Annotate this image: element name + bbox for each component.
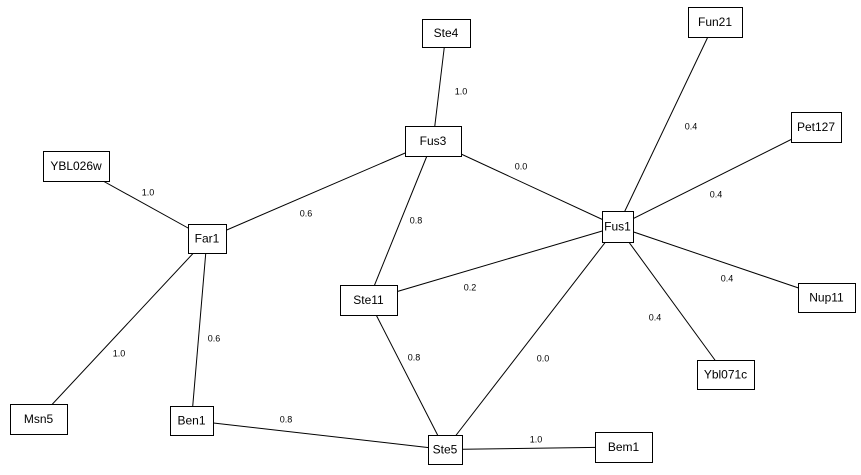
- node-msn5[interactable]: Msn5: [10, 404, 68, 435]
- node-ste5[interactable]: Ste5: [428, 435, 463, 465]
- node-nup11[interactable]: Nup11: [798, 283, 856, 313]
- edge-fus1-ybl071c: [617, 226, 726, 375]
- edge-weight-label: 0.6: [300, 208, 313, 218]
- edge-weight-label: 0.4: [721, 273, 734, 283]
- node-box: [405, 126, 462, 157]
- edge-fus3-ste11: [368, 140, 434, 301]
- edge-weight-label: 1.0: [113, 348, 126, 358]
- edge-weight-label: 1.0: [530, 434, 543, 444]
- node-box: [422, 19, 471, 48]
- node-label: Ben1: [177, 414, 205, 428]
- node-label: Nup11: [809, 291, 844, 305]
- node-label: Fus1: [604, 220, 631, 234]
- edge-ben1-ste5: [191, 420, 446, 450]
- edge-weight-label: 1.0: [142, 187, 155, 197]
- node-label: Bem1: [608, 440, 640, 454]
- node-box: [43, 151, 110, 182]
- node-label: Fun21: [698, 15, 732, 29]
- node-pet127[interactable]: Pet127: [791, 112, 842, 143]
- edge-ste11-ste5: [368, 299, 446, 450]
- node-box: [791, 112, 842, 143]
- node-label: Msn5: [24, 412, 54, 426]
- node-ybl026w[interactable]: YBL026w: [43, 151, 110, 182]
- node-label: Ste11: [353, 293, 384, 307]
- node-label: Ste4: [434, 26, 459, 40]
- node-ybl071c[interactable]: Ybl071c: [697, 360, 755, 390]
- edge-fus1-nup11: [617, 226, 827, 298]
- node-label: Ste5: [433, 443, 458, 457]
- edge-fus3-far1: [206, 140, 434, 239]
- edge-weight-labels: 1.0 0.0 0.6 0.8 1.0 1.0 0.6 0.4 0.4 0.4 0.4 0.2 0.0 0…: [113, 86, 734, 444]
- node-box: [697, 360, 755, 390]
- node-ben1[interactable]: Ben1: [170, 406, 214, 436]
- node-fus1[interactable]: Fus1: [602, 211, 634, 243]
- node-box: [428, 435, 463, 465]
- node-label: YBL026w: [50, 159, 102, 173]
- edge-ste4-fus3: [432, 32, 447, 142]
- edge-weight-label: 0.6: [208, 333, 221, 343]
- node-box: [602, 211, 634, 243]
- edge-far1-msn5: [38, 238, 208, 420]
- node-box: [10, 404, 68, 435]
- edge-fus3-fus1: [432, 140, 618, 227]
- node-label: Fus3: [420, 134, 447, 148]
- edge-far1-ben1: [191, 238, 208, 421]
- edge-weight-label: 0.8: [280, 414, 293, 424]
- edge-ste5-bem1: [444, 446, 624, 450]
- node-box: [340, 285, 398, 316]
- edge-weight-label: 0.0: [515, 161, 528, 171]
- node-box: [188, 224, 227, 254]
- node-box: [688, 7, 743, 38]
- node-label: Pet127: [797, 120, 835, 134]
- node-label: Far1: [195, 232, 220, 246]
- edge-weight-label: 0.2: [464, 282, 477, 292]
- node-bem1[interactable]: Bem1: [595, 432, 653, 463]
- node-fun21[interactable]: Fun21: [688, 7, 743, 38]
- edge-weight-label: 0.4: [710, 189, 723, 199]
- edge-pet127-fus1: [617, 126, 817, 227]
- edge-weight-label: 0.8: [410, 215, 423, 225]
- edges-layer: [38, 21, 827, 450]
- node-fus3[interactable]: Fus3: [405, 126, 462, 157]
- node-ste4[interactable]: Ste4: [422, 19, 471, 48]
- edge-fus1-ste5: [444, 226, 618, 450]
- edge-weight-label: 1.0: [455, 86, 468, 96]
- node-far1[interactable]: Far1: [188, 224, 227, 254]
- edge-weight-label: 0.0: [537, 353, 550, 363]
- edge-fun21-fus1: [617, 21, 716, 227]
- node-box: [798, 283, 856, 313]
- node-box: [595, 432, 653, 463]
- node-ste11[interactable]: Ste11: [340, 285, 398, 316]
- node-box: [170, 406, 214, 436]
- edge-fus1-ste11: [368, 226, 618, 301]
- edge-weight-label: 0.4: [685, 121, 698, 131]
- edge-weight-label: 0.4: [649, 312, 662, 322]
- node-label: Ybl071c: [704, 368, 747, 382]
- edge-weight-label: 0.8: [408, 352, 421, 362]
